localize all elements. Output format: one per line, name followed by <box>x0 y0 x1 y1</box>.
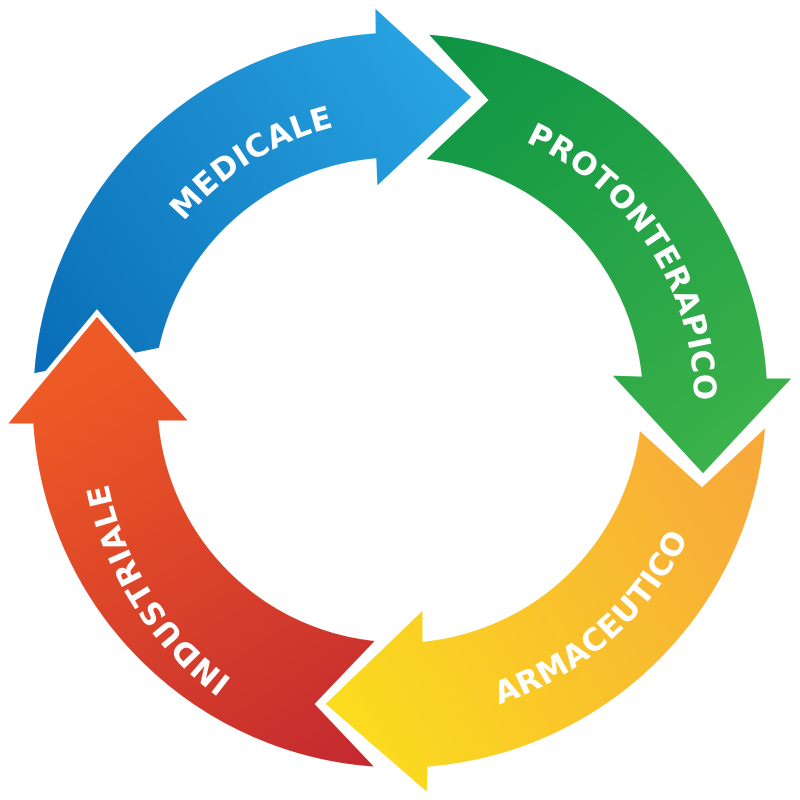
arrow-protonterapico: PROTONTERAPICO <box>415 28 800 481</box>
arrow-industriale: INDUSTRIALE <box>0 309 387 773</box>
arrow-medicale-shape <box>28 0 479 380</box>
arrow-farmaceutico-shape <box>318 415 771 800</box>
arrow-medicale: MEDICALE <box>28 0 479 380</box>
arrow-industriale-shape <box>0 309 387 773</box>
arrow-protonterapico-shape <box>415 28 800 481</box>
